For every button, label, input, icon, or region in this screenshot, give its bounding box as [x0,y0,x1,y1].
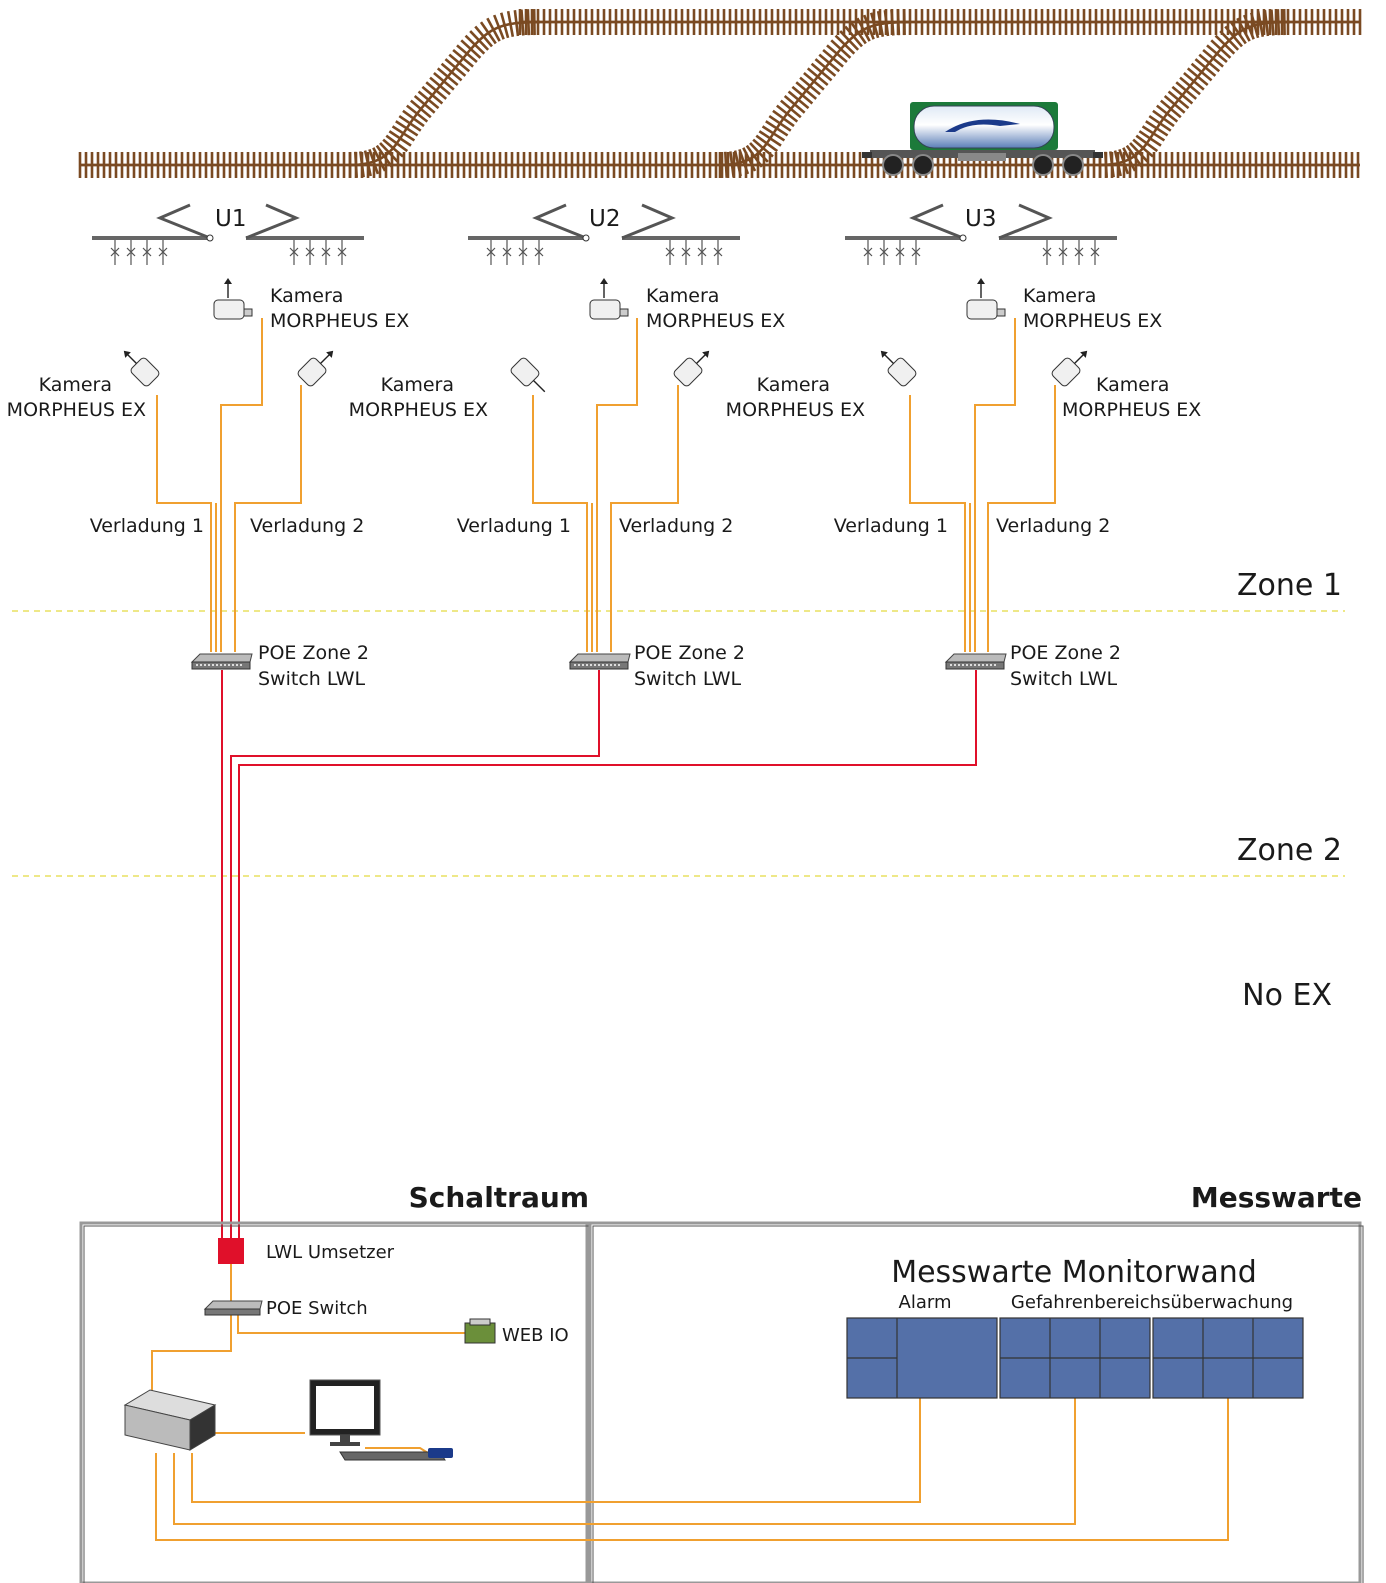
local-ethernet-cables [151,1264,1229,1541]
camera-left-model: MORPHEUS EX [349,399,488,421]
room-boxes [79,1221,1364,1583]
track-rail [349,20,541,167]
camera-left-icon [880,350,917,387]
camera-top-model: MORPHEUS EX [1023,310,1162,332]
rail-tracks [78,9,1362,179]
camera-right-model: MORPHEUS EX [1062,399,1201,421]
tank-wagon [862,102,1103,176]
fiber-cables [221,670,977,1240]
messwarte-title: Messwarte [1191,1181,1362,1214]
loading-arm-left [92,203,214,265]
loading-arm-left [845,203,967,265]
switch-label: POE Zone 2 [634,642,745,664]
loading-arm-right [245,203,364,265]
switch-label-2: Switch LWL [258,668,365,690]
camera-top-icon [966,278,1006,320]
unit-u1: U1 Kamera MORPHEUS EX Kamera MORPHEUS EX [7,203,409,690]
camera-left-model: MORPHEUS EX [726,399,865,421]
monitor-group-alarm: Alarm [899,1292,952,1313]
poe-switch-icon [568,653,631,670]
loading-arm-right [998,203,1117,265]
loading-2-label: Verladung 2 [250,515,364,537]
loading-1-label: Verladung 1 [90,515,204,537]
unit-u3: U3 Kamera MORPHEUS EX Kamera MORPHEUS EX… [726,203,1201,690]
camera-top-model: MORPHEUS EX [270,310,409,332]
camera-left-label: Kamera [39,374,112,396]
track-rail [719,20,911,167]
ethernet-cables [909,318,1056,652]
switch-label-2: Switch LWL [1010,668,1117,690]
loading-1-label: Verladung 1 [457,515,571,537]
camera-right-icon [673,350,710,387]
camera-right-icon [1051,350,1088,387]
monitor-wall [846,1317,1304,1399]
track-rail [1099,20,1291,167]
loading-2-label: Verladung 2 [996,515,1110,537]
poe-switch-icon [203,1300,263,1316]
camera-left-label: Kamera [757,374,830,396]
server-icon [123,1389,217,1451]
camera-top-label: Kamera [1023,285,1096,307]
zone-label-1: Zone 1 [1237,568,1342,603]
poe-switch-icon [190,653,253,670]
unit-label: U3 [965,206,996,232]
camera-top-model: MORPHEUS EX [646,310,785,332]
camera-top-label: Kamera [646,285,719,307]
camera-left-icon [123,350,160,387]
loading-2-label: Verladung 2 [619,515,733,537]
loading-arm-right [621,203,740,265]
switch-label: POE Zone 2 [258,642,369,664]
web-io-label: WEB IO [502,1325,569,1346]
camera-top-label: Kamera [270,285,343,307]
camera-left-model: MORPHEUS EX [7,399,146,421]
ethernet-cables [532,318,679,652]
logo-swoosh [945,119,1020,132]
zone-label-no-ex: No EX [1242,978,1332,1013]
schaltraum-title: Schaltraum [409,1181,589,1214]
poe-switch-icon [944,653,1007,670]
workstation-icon [309,1379,453,1461]
unit-label: U2 [589,206,620,232]
poe-switch-label: POE Switch [266,1298,368,1319]
lwl-converter-label: LWL Umsetzer [266,1242,395,1263]
camera-left-icon [510,357,546,393]
camera-left-label: Kamera [381,374,454,396]
camera-top-icon [589,278,629,320]
zone-label-2: Zone 2 [1237,833,1342,868]
monitor-wall-title: Messwarte Monitorwand [891,1255,1257,1290]
camera-top-icon [213,278,253,320]
switch-label-2: Switch LWL [634,668,741,690]
lwl-converter-icon [218,1238,244,1264]
track-rail [719,20,911,167]
loading-arm-left [468,203,590,265]
loading-1-label: Verladung 1 [834,515,948,537]
camera-right-icon [297,350,334,387]
track-rail [349,20,541,167]
switch-label: POE Zone 2 [1010,642,1121,664]
monitor-group-hazard: Gefahrenbereichsüberwachung [1011,1292,1293,1313]
camera-right-label: Kamera [1096,374,1169,396]
schaltraum-devices: LWL Umsetzer POE Switch WEB IO [123,1238,1229,1541]
web-io-icon [464,1318,496,1344]
ethernet-cables [156,318,302,652]
unit-label: U1 [215,206,246,232]
track-rail [1099,20,1291,167]
unit-u2: U2 Kamera MORPHEUS EX Kamera MORPHEUS EX… [349,203,785,690]
